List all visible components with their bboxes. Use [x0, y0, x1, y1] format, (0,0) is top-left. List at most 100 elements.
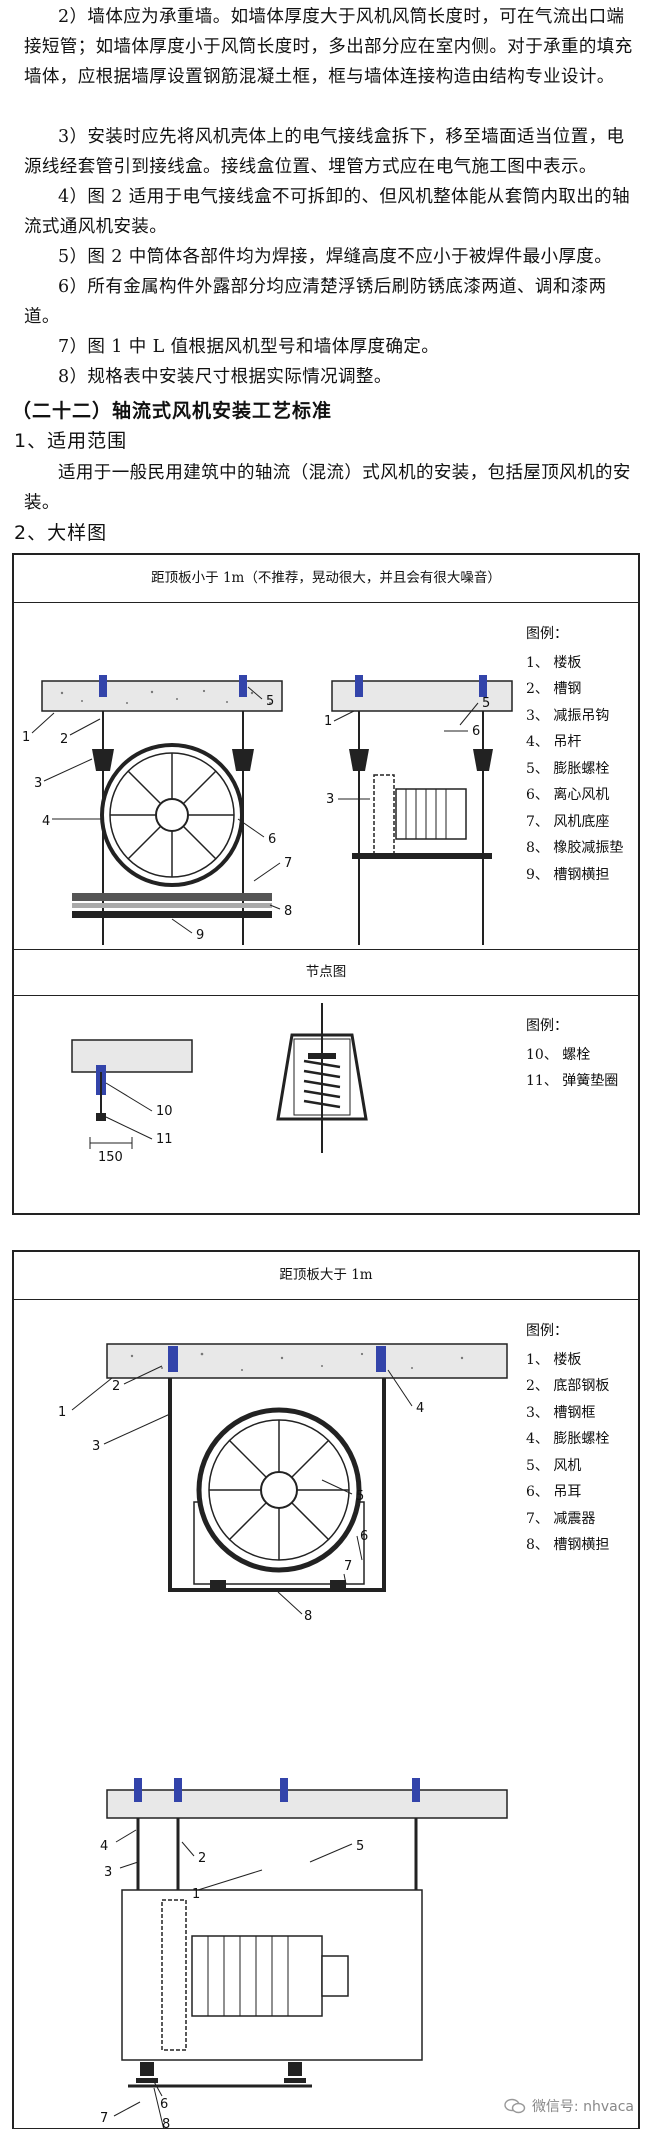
- box2-title: 距顶板大于 1m: [14, 1252, 638, 1300]
- ceiling-slab-2: [106, 1343, 508, 1379]
- label2-2: 2: [112, 1379, 120, 1394]
- legend-item: 6、 离心风机: [526, 787, 610, 803]
- side-label-3: 3: [326, 792, 334, 807]
- legend-item: 2、 底部钢板: [526, 1378, 610, 1394]
- label2-8: 8: [304, 1609, 312, 1624]
- label2-3: 3: [92, 1439, 100, 1454]
- subheading-detail: 2、大样图: [14, 522, 108, 544]
- dampers: [210, 1580, 346, 1588]
- label2-7: 7: [344, 1559, 352, 1574]
- node-slab: [71, 1039, 193, 1073]
- note-6: 6）所有金属构件外露部分均应清楚浮锈后刷防锈底漆两道、调和漆两道。: [24, 277, 607, 327]
- spring-coil: [303, 1059, 341, 1109]
- note-3: 3）安装时应先将风机壳体上的电气接线盒拆下，移至墙面适当位置，电源线经套管引到接…: [24, 127, 625, 177]
- note-5: 5）图 2 中筒体各部件均为焊接，焊缝高度不应小于被焊件最小厚度。: [58, 247, 613, 267]
- side2-label-1: 1: [192, 1887, 200, 1902]
- label-5: 5: [266, 694, 274, 709]
- fan-frame-drawings: 1 2 3 4 5 6 7 8 4 2 3 1 5 6 7 8: [58, 1343, 508, 2129]
- legend-item: 6、 吊耳: [526, 1484, 582, 1500]
- note-7: 7）图 1 中 L 值根据风机型号和墙体厚度确定。: [58, 337, 440, 357]
- label-4: 4: [42, 814, 50, 829]
- rubber-pad: [72, 903, 272, 908]
- legend-item: 5、 膨胀螺栓: [526, 760, 610, 777]
- note-8: 8）规格表中安装尺寸根据实际情况调整。: [58, 367, 392, 387]
- legend-item: 1、 楼板: [526, 1351, 582, 1368]
- side-label-1: 1: [324, 714, 332, 729]
- legend-item: 7、 风机底座: [526, 813, 610, 830]
- legend-item: 4、 吊杆: [526, 734, 582, 750]
- label2-6: 6: [360, 1529, 368, 1544]
- legend-item: 5、 风机: [526, 1457, 582, 1474]
- label2-1: 1: [58, 1405, 66, 1420]
- legend-title: 图例：: [526, 626, 568, 642]
- legend-title: 图例：: [526, 1323, 568, 1339]
- side2-label-8: 8: [162, 2117, 170, 2129]
- motor-side: [395, 788, 467, 840]
- legend-item: 9、 槽钢横担: [526, 866, 610, 883]
- ceiling-slab-3: [106, 1789, 508, 1819]
- bolt-2-right: [376, 1346, 386, 1372]
- fan-front-view-drawing: 1 2 3 4 5 6 7 8 9 1 3 5 6 150 10 11: [22, 675, 513, 1165]
- channel-frame: [168, 1378, 386, 1592]
- expansion-bolt-side-left: [355, 675, 363, 697]
- box2-legend: 图例： 1、 楼板 2、 底部钢板 3、 槽钢框 4、 膨胀螺栓 5、 风机 6…: [526, 1318, 609, 1559]
- base-side: [352, 853, 492, 859]
- legend-item: 1、 楼板: [526, 654, 582, 671]
- section-title: （二十二）轴流式风机安装工艺标准: [12, 400, 333, 422]
- expansion-bolt-left: [99, 675, 107, 697]
- side2-label-4: 4: [100, 1839, 108, 1854]
- box1-title: 距顶板小于 1m（不推荐，晃动很大，并且会有很大噪音）: [14, 555, 638, 603]
- label-2: 2: [60, 732, 68, 747]
- wechat-watermark: 微信号: nhvaca: [504, 2096, 634, 2116]
- vibration-hook-left: [92, 749, 114, 771]
- legend-item: 8、 橡胶减振垫: [526, 840, 624, 856]
- label-7: 7: [284, 856, 292, 871]
- side2-label-2: 2: [198, 1851, 206, 1866]
- motor-side-2: [191, 1935, 323, 2017]
- bolt-2-left: [168, 1346, 178, 1372]
- side2-label-6: 6: [160, 2097, 168, 2112]
- label-9: 9: [196, 928, 204, 943]
- note-2: 2）墙体应为承重墙。如墙体厚度大于风机风筒长度时，可在气流出口端接短管；如墙体厚…: [24, 7, 633, 87]
- side2-label-3: 3: [104, 1865, 112, 1880]
- scope-text: 适用于一般民用建筑中的轴流（混流）式风机的安装，包括屋顶风机的安装。: [24, 463, 631, 513]
- expansion-bolt-side-right: [479, 675, 487, 697]
- side2-label-7: 7: [100, 2111, 108, 2126]
- side2-label-5: 5: [356, 1839, 364, 1854]
- side-label-5: 5: [482, 696, 490, 711]
- impeller-side-2: [161, 1899, 187, 2051]
- legend-item: 8、 槽钢横担: [526, 1537, 610, 1553]
- node-title: 节点图: [14, 949, 638, 996]
- side-label-6: 6: [472, 724, 480, 739]
- subheading-scope: 1、适用范围: [14, 430, 128, 452]
- watermark-text: 微信号: nhvaca: [531, 2099, 634, 2115]
- legend-item: 3、 槽钢框: [526, 1404, 596, 1421]
- legend-item: 4、 膨胀螺栓: [526, 1431, 610, 1447]
- box1-divider-top: [14, 949, 638, 950]
- node-legend: 图例： 10、 螺栓 11、 弹簧垫圈: [526, 1013, 618, 1095]
- label-6: 6: [268, 832, 276, 847]
- fan-base: [72, 893, 272, 901]
- legend-item: 10、 螺栓: [526, 1046, 591, 1063]
- legend-item: 2、 槽钢: [526, 681, 582, 697]
- node-label-10: 10: [156, 1104, 173, 1119]
- channel-crossbar: [72, 911, 272, 918]
- label-1: 1: [22, 730, 30, 745]
- legend-title: 图例：: [526, 1018, 568, 1034]
- legend-item: 3、 减振吊钩: [526, 707, 610, 724]
- label2-4: 4: [416, 1401, 424, 1416]
- label-8: 8: [284, 904, 292, 919]
- label2-5: 5: [356, 1489, 364, 1504]
- box1-legend: 图例： 1、 楼板 2、 槽钢 3、 减振吊钩 4、 吊杆 5、 膨胀螺栓 6、…: [526, 621, 623, 888]
- wechat-icon: [504, 2098, 526, 2114]
- dimension-150: 150: [98, 1150, 123, 1165]
- label-3: 3: [34, 776, 42, 791]
- note-4: 4）图 2 适用于电气接线盒不可拆卸的、但风机整体能从套筒内取出的轴流式通风机安…: [24, 187, 630, 237]
- fan-impeller-side: [373, 774, 395, 856]
- legend-item: 11、 弹簧垫圈: [526, 1073, 619, 1089]
- legend-item: 7、 减震器: [526, 1510, 596, 1527]
- expansion-bolt-right: [239, 675, 247, 697]
- vibration-hook-right: [232, 749, 254, 771]
- motor-hub: [155, 798, 189, 832]
- node-label-11: 11: [156, 1132, 173, 1147]
